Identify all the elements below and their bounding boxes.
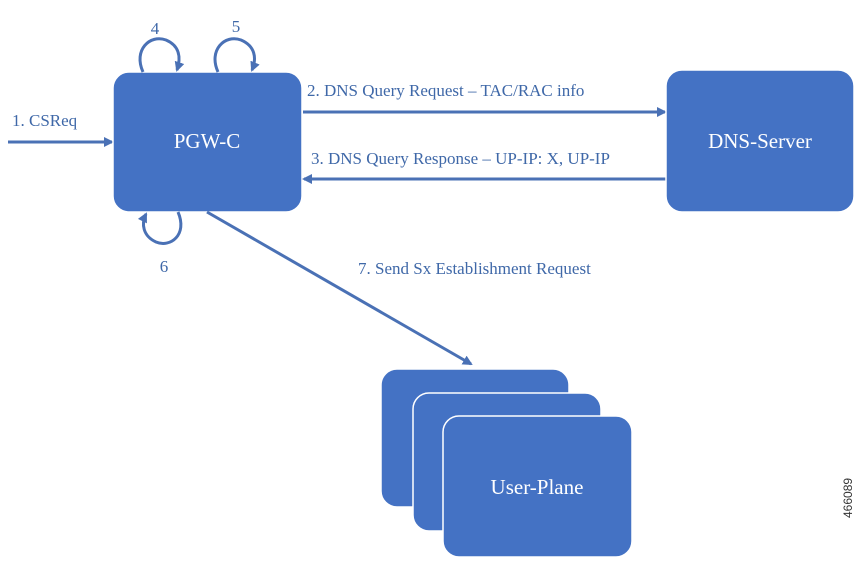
edge-cs-req-label: 1. CSReq [12,111,78,130]
self-loop-4: 4 [138,19,185,73]
node-dns-server-label: DNS-Server [708,129,812,153]
self-loop-5-label: 5 [232,17,241,36]
node-dns-server-box[interactable] [665,69,855,213]
edge-sx-establishment-label: 7. Send Sx Establishment Request [358,259,591,278]
edge-dns-query-request-label: 2. DNS Query Request – TAC/RAC info [307,81,584,100]
node-pgw-c-label: PGW-C [174,129,241,153]
edge-dns-query-response-label: 3. DNS Query Response – UP-IP: X, UP-IP [311,149,610,168]
node-pgw-c[interactable]: PGW-C [112,71,303,213]
node-user-plane-label: User-Plane [491,475,584,499]
edge-cs-req: 1. CSReq [8,111,114,147]
edge-dns-query-response: 3. DNS Query Response – UP-IP: X, UP-IP [302,149,666,184]
self-loop-6-label: 6 [160,257,169,276]
self-loop-4-arc [138,37,185,73]
self-loop-6-arc [137,211,183,245]
node-user-plane-front[interactable] [442,415,633,558]
self-loop-5: 5 [213,17,260,73]
self-loop-6: 6 [137,211,183,276]
node-dns-server[interactable]: DNS-Server [665,69,855,213]
node-user-plane-stack[interactable]: User-Plane [380,368,633,558]
edge-dns-query-request: 2. DNS Query Request – TAC/RAC info [303,81,667,117]
figure-id: 466089 [841,478,855,518]
self-loop-4-label: 4 [151,19,160,38]
edge-sx-establishment: 7. Send Sx Establishment Request [206,210,591,366]
self-loop-5-arc [213,37,260,73]
edge-sx-establishment-arrow [206,210,473,366]
